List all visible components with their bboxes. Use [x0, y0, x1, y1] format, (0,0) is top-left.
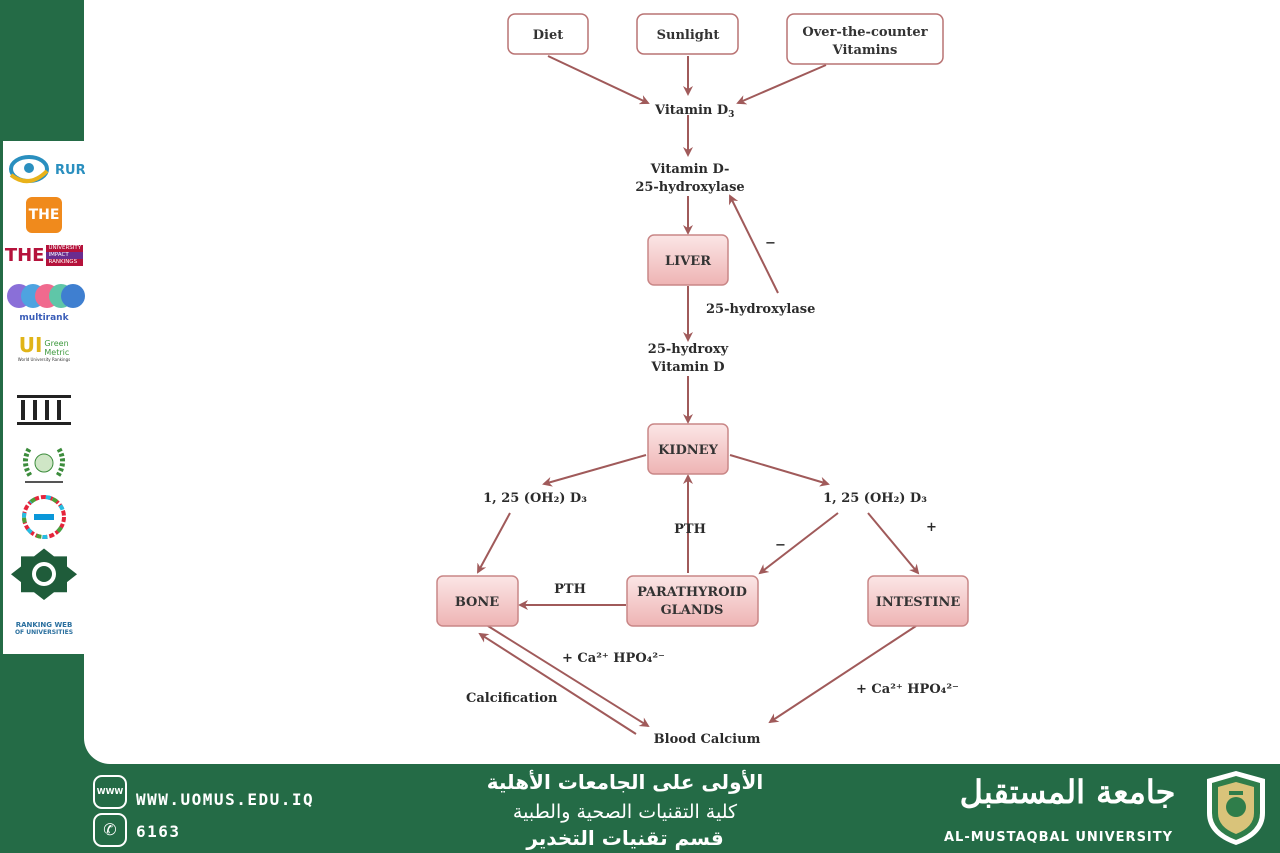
minus-sign-parathyroid: − [775, 538, 786, 553]
arrow-bone-blood [487, 625, 650, 728]
box-diet: Diet [507, 13, 589, 55]
box-kidney: KIDNEY [647, 423, 729, 475]
the-logo[interactable]: THE [3, 197, 85, 237]
arabic-line-1: الأولى على الجامعات الأهلية [486, 770, 764, 794]
svg-text:Over-the-counter: Over-the-counter [802, 25, 927, 40]
svg-text:LIVER: LIVER [665, 254, 711, 269]
university-shield-icon[interactable] [1203, 769, 1269, 847]
label-d3-left: 1, 25 (OH₂) D₃ [483, 491, 587, 506]
plus-sign-intestine: + [926, 520, 937, 535]
minus-sign-liver: − [765, 236, 776, 251]
svg-text:INTESTINE: INTESTINE [876, 595, 961, 610]
box-intestine: INTESTINE [867, 575, 969, 627]
arrows [477, 55, 920, 735]
label-enzyme-line2: 25-hydroxylase [635, 180, 744, 195]
arrow-d3-intestine [867, 512, 920, 575]
box-bone: BONE [436, 575, 519, 627]
label-d3-right: 1, 25 (OH₂) D₃ [823, 491, 927, 506]
box-parathyroid-glands: PARATHYROID GLANDS [626, 575, 759, 627]
phone-icon: ✆ [93, 813, 127, 847]
arrow-kidney-d3-left [542, 454, 647, 487]
phone-number[interactable]: 6163 [136, 822, 181, 841]
svg-text:Vitamins: Vitamins [832, 43, 898, 58]
rankings-sidebar: RUR THE THE UNIVERSITY IMPACT RANKINGS m… [3, 141, 86, 654]
svg-text:GLANDS: GLANDS [661, 603, 724, 618]
octagram-icon [11, 548, 77, 601]
multirank-icon [7, 284, 85, 308]
arabic-line-2: كلية التقنيات الصحية والطبية [512, 801, 738, 823]
box-sunlight: Sunlight [636, 13, 739, 55]
svg-text:PARATHYROID: PARATHYROID [637, 585, 747, 600]
webometrics-logo[interactable]: RANKING WEB OF UNIVERSITIES [14, 621, 74, 636]
label-hydroxy-line2: Vitamin D [650, 360, 724, 375]
label-25-hydroxylase: 25-hydroxylase [706, 302, 815, 317]
rur-logo[interactable]: RUR [3, 149, 86, 189]
label-hydroxy-line1: 25-hydroxy [648, 342, 729, 357]
arrow-blood-bone [478, 632, 637, 735]
vitamin-d-metabolism-diagram: Diet Sunlight Over-the-counter Vitamins … [436, 13, 969, 747]
rur-icon: RUR [9, 155, 86, 183]
label-calcification: Calcification [466, 691, 558, 706]
pillars-logo[interactable] [3, 391, 85, 427]
label-ca-bone: + Ca²⁺ HPO₄²⁻ [562, 651, 665, 666]
pillars-icon [17, 395, 71, 425]
label-pth-up: PTH [674, 522, 706, 537]
university-english-name: AL-MUSTAQBAL UNIVERSITY [944, 830, 1174, 845]
greenmetric-logo[interactable]: UI Green Metric World University Ranking… [17, 333, 71, 362]
label-pth-left: PTH [554, 582, 586, 597]
svg-text:BONE: BONE [455, 595, 499, 610]
arrow-d3-bone [477, 512, 511, 574]
content-card [84, 0, 1280, 764]
arrow-hydroxylase-inhibit [729, 194, 779, 294]
arab-engineers-logo[interactable] [3, 547, 85, 607]
label-blood-calcium: Blood Calcium [654, 732, 761, 747]
multirank-logo[interactable]: multirank [3, 281, 85, 325]
wreath-icon [23, 447, 65, 483]
arrow-d3-parathyroid [758, 512, 839, 575]
svg-text:Diet: Diet [533, 28, 564, 43]
arab-universities-logo[interactable] [3, 441, 85, 487]
arrow-kidney-d3-right [729, 454, 830, 487]
svg-text:Sunlight: Sunlight [657, 28, 720, 43]
label-ca-intestine: + Ca²⁺ HPO₄²⁻ [856, 682, 959, 697]
arrow-diet-vitd3 [547, 55, 650, 105]
globe-icon: WWW [93, 775, 127, 809]
label-enzyme-line1: Vitamin D- [650, 162, 730, 177]
box-otc-vitamins: Over-the-counter Vitamins [786, 13, 944, 65]
the-impact-logo[interactable]: THE UNIVERSITY IMPACT RANKINGS [4, 245, 84, 266]
website-link[interactable]: WWW.UOMUS.EDU.IQ [136, 790, 315, 809]
sdg-logo[interactable] [3, 495, 85, 539]
university-arabic-name: جامعة المستقبل [959, 773, 1176, 811]
box-liver: LIVER [647, 234, 729, 286]
sdg-wheel-icon [22, 495, 66, 539]
arrow-otc-vitd3 [736, 64, 827, 105]
arrow-intestine-blood [768, 625, 917, 724]
svg-text:RUR: RUR [55, 163, 85, 178]
arabic-line-3: قسم تقنيات التخدير [526, 826, 724, 850]
the-icon: THE [26, 197, 62, 233]
svg-text:KIDNEY: KIDNEY [658, 443, 718, 458]
label-vitamin-d3: Vitamin D3 [654, 103, 734, 120]
